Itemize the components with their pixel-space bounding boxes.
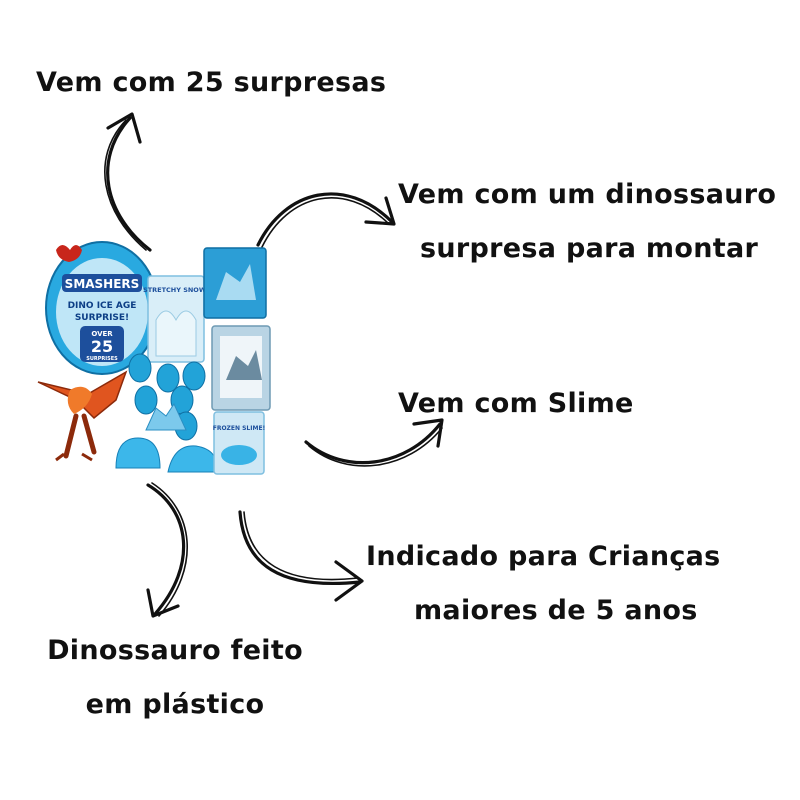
dino-card-pack bbox=[211, 325, 271, 411]
annotation-age-line2: maiores de 5 anos bbox=[414, 595, 698, 626]
pack2-label: FROZEN SLIME! bbox=[213, 425, 266, 432]
annotation-material-line1: Dinossauro feito bbox=[47, 635, 303, 666]
slime-piles bbox=[115, 437, 218, 473]
pack1-label: STRETCHY SNOW! bbox=[143, 286, 209, 294]
annotation-age: Indicado para Crianças maiores de 5 anos bbox=[366, 530, 721, 638]
annotation-slime-text: Vem com Slime bbox=[398, 388, 634, 419]
volcano-base bbox=[145, 402, 187, 431]
product-image: SMASHERS DINO ICE AGE SURPRISE! OVER 25 … bbox=[37, 241, 271, 475]
arrow-to-slime bbox=[304, 418, 444, 467]
badge-number: 25 bbox=[91, 337, 113, 356]
pterodactyl-figure bbox=[37, 370, 128, 462]
annotation-dinosaur: Vem com um dinossauro surpresa para mont… bbox=[398, 168, 776, 276]
annotation-age-line1: Indicado para Crianças bbox=[366, 541, 721, 572]
egg-capsule: SMASHERS DINO ICE AGE SURPRISE! OVER 25 … bbox=[45, 241, 159, 375]
annotation-slime: Vem com Slime bbox=[398, 377, 634, 431]
badge-bottom: SURPRISES bbox=[86, 356, 118, 362]
frozen-slime-pack: FROZEN SLIME! bbox=[213, 411, 266, 475]
annotation-dinosaur-line2: surpresa para montar bbox=[420, 233, 759, 264]
crystal-dino-pack bbox=[203, 247, 267, 319]
red-dino-head-icon bbox=[56, 245, 82, 262]
subtitle-2: SURPRISE! bbox=[75, 313, 129, 323]
annotation-surprises-text: Vem com 25 surpresas bbox=[36, 67, 387, 98]
brand-label: SMASHERS bbox=[65, 277, 140, 291]
annotation-material: Dinossauro feito em plástico bbox=[40, 624, 310, 732]
annotation-material-line2: em plástico bbox=[85, 689, 265, 720]
arrow-to-surprises bbox=[104, 112, 152, 252]
stretchy-snow-pack: STRETCHY SNOW! bbox=[143, 275, 209, 363]
small-eggs bbox=[128, 353, 206, 441]
badge-top: OVER bbox=[91, 330, 113, 338]
annotation-dinosaur-line1: Vem com um dinossauro bbox=[398, 179, 777, 210]
arrow-to-material bbox=[146, 482, 188, 618]
subtitle-1: DINO ICE AGE bbox=[68, 301, 137, 311]
arrow-to-age bbox=[238, 510, 364, 602]
annotation-surprises: Vem com 25 surpresas bbox=[36, 56, 386, 110]
arrow-to-dinosaur bbox=[256, 192, 396, 248]
